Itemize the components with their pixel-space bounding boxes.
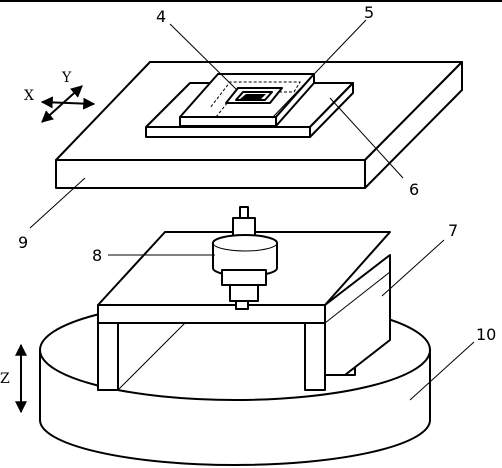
label-7: 7 — [448, 221, 458, 240]
axis-label-x: X — [24, 88, 34, 104]
label-4: 4 — [156, 7, 166, 26]
sample-plate — [179, 73, 315, 127]
axis-label-y: Y — [61, 70, 72, 86]
label-6: 6 — [409, 180, 419, 199]
label-8: 8 — [92, 246, 102, 265]
leader-lines — [29, 19, 475, 401]
label-5: 5 — [364, 3, 374, 22]
chip — [225, 87, 283, 104]
label-9: 9 — [18, 233, 28, 252]
spindle-mount — [212, 206, 278, 310]
label-10: 10 — [476, 325, 496, 344]
axis-label-z: Z — [0, 371, 10, 387]
xy-axis-indicator — [40, 85, 96, 123]
